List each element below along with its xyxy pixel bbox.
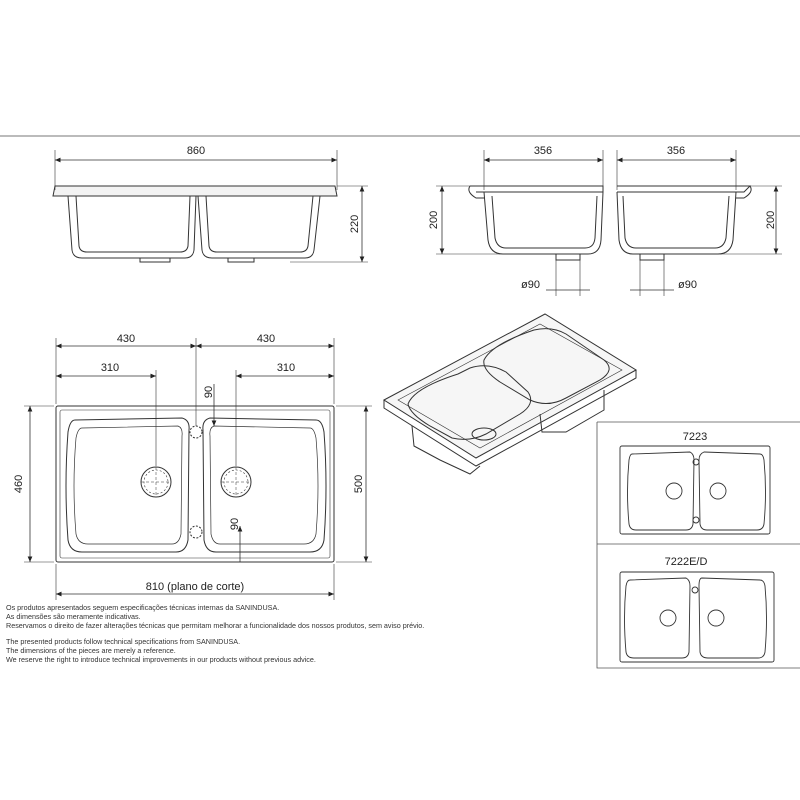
- dim-overall-width: 860: [187, 145, 205, 157]
- iso-bowl-left: [407, 365, 532, 440]
- front-elevation-view: [52, 185, 338, 263]
- iso-bowl-right: [483, 328, 610, 404]
- note-en-3: We reserve the right to introduce techni…: [6, 655, 316, 664]
- dim-gap-bottom: 90: [229, 518, 241, 530]
- dim-cutout-depth: 460: [13, 475, 25, 493]
- note-pt-1: Os produtos apresentados seguem especifi…: [6, 603, 280, 612]
- variant-7222ed: 7222E/D: [619, 556, 775, 663]
- tap-hole-top: [189, 425, 203, 439]
- plan-depth-dimensions: 460 500: [13, 405, 372, 563]
- dim-cutout-width: 810 (plano de corte): [146, 581, 244, 593]
- bowl-depth-dimensions: 200 200: [428, 185, 782, 255]
- variant-panels: [596, 421, 800, 669]
- dim-drain-offset-left: 310: [101, 362, 119, 374]
- dim-depth: 500: [353, 475, 365, 493]
- drain-diameter-dimensions: ø90 ø90: [521, 260, 697, 296]
- dim-half-width-left: 430: [117, 333, 135, 345]
- dim-gap-top: 90: [203, 386, 215, 398]
- tap-hole-dimensions: 90 90: [203, 384, 243, 562]
- note-pt-3: Reservamos o direito de fazer alterações…: [6, 621, 425, 630]
- isometric-view: [383, 313, 637, 475]
- dim-drain-left: ø90: [521, 279, 540, 291]
- dim-bowl-depth-left: 200: [428, 211, 440, 229]
- dim-drain-right: ø90: [678, 279, 697, 291]
- tap-hole-bottom: [189, 525, 203, 539]
- dim-overall-height: 220: [349, 215, 361, 233]
- cutout-width-dimension: 810 (plano de corte): [55, 564, 335, 600]
- dim-half-width-right: 430: [257, 333, 275, 345]
- plan-width-dimensions: 430 430 310 310: [55, 333, 335, 466]
- variant-7223: 7223: [619, 431, 771, 535]
- overall-height-dimension: 220: [290, 185, 368, 263]
- dim-bowl-width-left: 356: [534, 145, 552, 157]
- plan-view: [55, 405, 335, 563]
- variant-label-7222ed: 7222E/D: [665, 556, 708, 568]
- dim-bowl-width-right: 356: [667, 145, 685, 157]
- right-bowl-outline: [202, 417, 327, 553]
- dim-bowl-depth-right: 200: [765, 211, 777, 229]
- note-en-1: The presented products follow technical …: [6, 637, 241, 646]
- overall-width-dimension: 860: [54, 145, 338, 190]
- left-bowl-outline: [65, 417, 190, 553]
- bowl-width-dimensions: 356 356: [483, 145, 737, 190]
- note-pt-2: As dimensões são meramente indicativas.: [6, 612, 141, 621]
- iso-drain: [471, 427, 497, 441]
- variant-label-7223: 7223: [683, 431, 707, 443]
- section-view: [468, 185, 752, 261]
- note-en-2: The dimensions of the pieces are merely …: [6, 646, 176, 655]
- dim-drain-offset-right: 310: [277, 362, 295, 374]
